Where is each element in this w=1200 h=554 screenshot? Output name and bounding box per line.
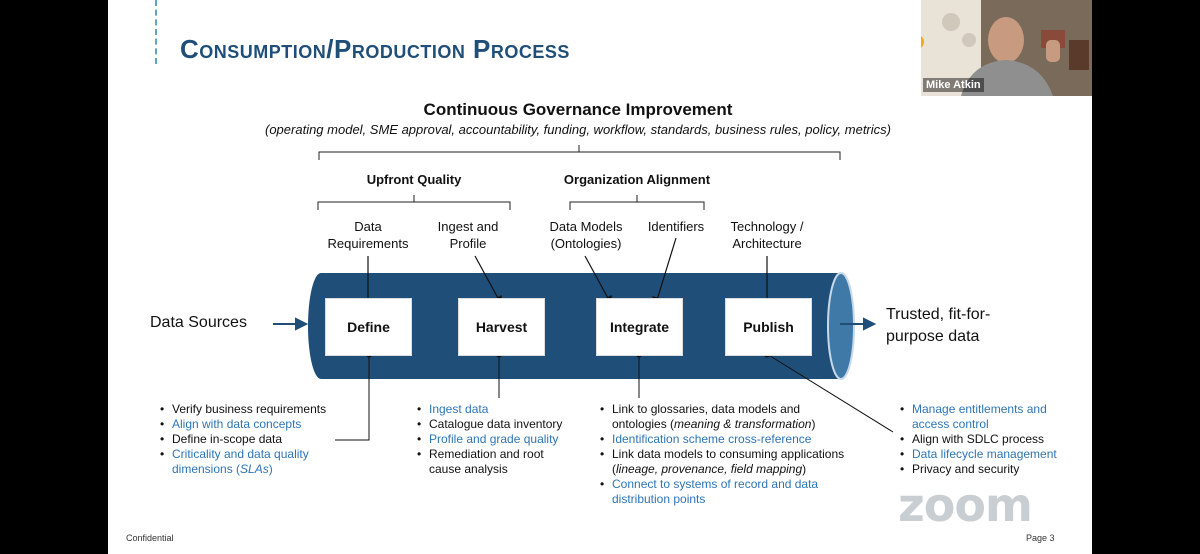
list-item: Identification scheme cross-reference [598,432,868,447]
harvest-bullets: Ingest data Catalogue data inventory Pro… [415,402,585,477]
group-upfront-quality: Upfront Quality [366,172,462,187]
input-line: Requirements [327,236,409,251]
list-item: Verify business requirements [158,402,348,417]
participant-name: Mike Atkin [923,78,984,92]
text-span: dimensions ( [172,462,241,476]
list-item: Connect to systems of record and data di… [598,477,868,507]
list-item: Align with data concepts [158,417,348,432]
video-feed [921,0,1092,96]
list-item: Link data models to consuming applicatio… [598,447,868,477]
stage-harvest: Harvest [458,298,545,356]
text-span: ) [268,462,273,476]
org-brace [569,195,705,210]
footer-confidential: Confidential [126,533,174,543]
list-item: Profile and grade quality [415,432,585,447]
list-item: Privacy and security [898,462,1078,477]
text-span: Criticality and data quality [172,447,309,461]
input-identifiers: Identifiers [636,218,716,235]
input-line: Data Models [549,219,623,234]
list-item: Manage entitlements and access control [898,402,1078,432]
zoom-watermark: zoom [898,478,1033,532]
text-span: Remediation and root [429,447,544,461]
input-line: (Ontologies) [550,236,622,251]
governance-subtitle: (operating model, SME approval, accounta… [265,122,891,137]
text-span: ontologies ( [612,417,675,431]
data-sources-arrow [273,317,309,331]
text-span: ) [802,462,807,476]
stage-publish: Publish [725,298,812,356]
input-line: Data [354,219,382,234]
list-item: Data lifecycle management [898,447,1078,462]
text-span: distribution points [612,492,706,506]
slide-title: Consumption/Production Process [180,34,570,64]
output-label-line: Trusted, fit-for- [886,306,991,323]
input-line: Identifiers [647,219,705,234]
group-organization-alignment: Organization Alignment [563,172,711,187]
list-item: Align with SDLC process [898,432,1078,447]
list-item: Ingest data [415,402,585,417]
text-span: Link data models to consuming applicatio… [612,447,845,461]
input-technology-architecture: Technology / Architecture [712,218,822,252]
data-sources-label: Data Sources [150,314,247,331]
define-bullets: Verify business requirements Align with … [158,402,348,477]
text-span: ( [612,462,616,476]
output-arrow [840,317,877,331]
input-data-models: Data Models (Ontologies) [536,218,636,252]
list-item: Define in-scope data [158,432,348,447]
input-line: Architecture [732,236,802,251]
text-span: Link to glossaries, data models and [612,402,801,416]
list-item: Remediation and root cause analysis [415,447,585,477]
stage-define: Define [325,298,412,356]
text-span: access control [912,417,989,431]
text-span: cause analysis [429,462,508,476]
text-span: Connect to systems of record and data [612,477,819,491]
text-span: meaning & transformation [674,417,812,431]
list-item: Catalogue data inventory [415,417,585,432]
input-line: Technology / [730,219,804,234]
input-line: Profile [449,236,487,251]
text-span: SLAs [240,462,269,476]
text-span: Manage entitlements and [912,402,1047,416]
list-item: Criticality and data quality dimensions … [158,447,348,477]
publish-bullets: Manage entitlements and access control A… [898,402,1078,477]
text-span: lineage, provenance, field mapping [616,462,803,476]
input-ingest-profile: Ingest and Profile [408,218,528,252]
output-label: Trusted, fit-for- purpose data [886,304,990,348]
footer-page-number: Page 3 [1026,533,1055,543]
stage-integrate: Integrate [596,298,683,356]
governance-brace [318,145,841,160]
dashed-accent-line [155,0,159,64]
integrate-bullets: Link to glossaries, data models and onto… [598,402,868,507]
input-line: Ingest and [437,219,499,234]
list-item: Link to glossaries, data models and onto… [598,402,868,432]
governance-title: Continuous Governance Improvement [423,100,733,119]
input-data-requirements: Data Requirements [308,218,428,252]
output-label-line: purpose data [886,328,980,345]
participant-video[interactable]: Mike Atkin [921,0,1092,96]
upfront-brace [317,195,511,210]
text-span: ) [811,417,816,431]
